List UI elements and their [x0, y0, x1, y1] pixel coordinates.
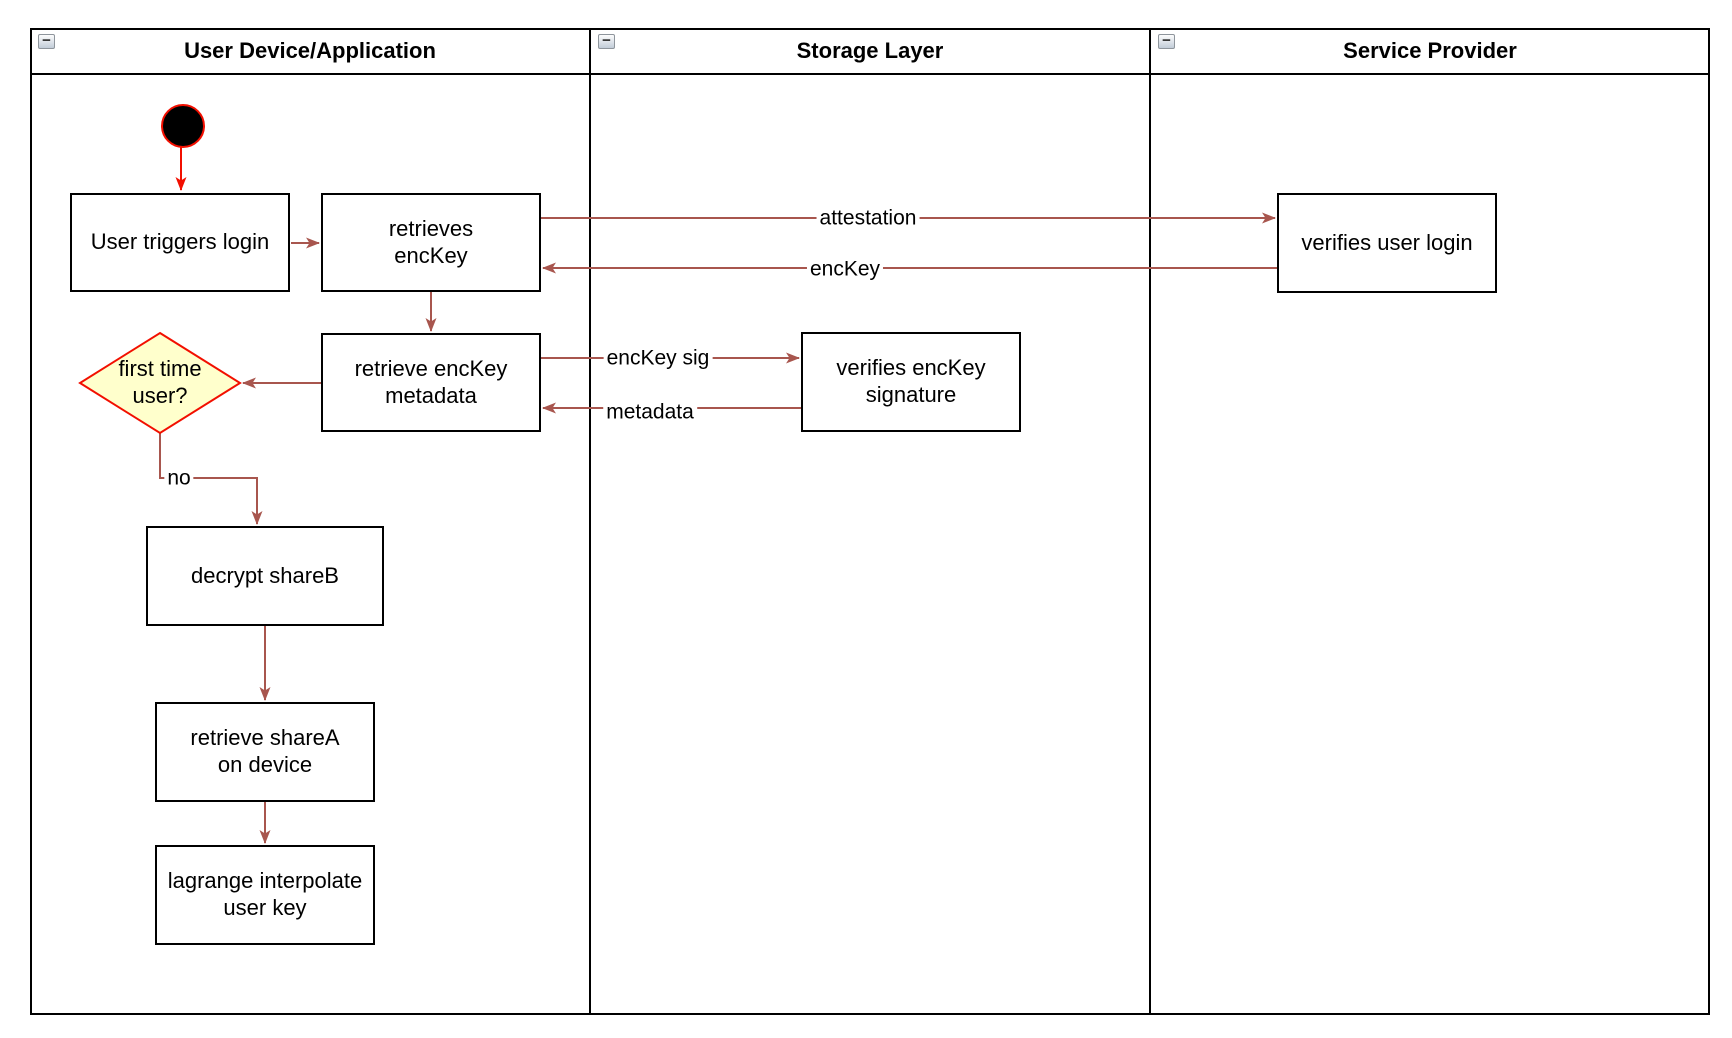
node-lagrange-interpolate-user-key[interactable]: lagrange interpolate user key	[155, 845, 375, 945]
decision-label-first-time-user: first time user?	[80, 333, 240, 433]
collapse-minus-icon[interactable]: −	[38, 34, 55, 49]
node-retrieves-enckey[interactable]: retrieves encKey	[321, 193, 541, 292]
lane-title-user-device: User Device/Application	[184, 37, 436, 63]
node-verifies-enckey-signature[interactable]: verifies encKey signature	[801, 332, 1021, 432]
node-label: verifies user login	[1301, 229, 1473, 255]
lane-separator-1	[589, 28, 591, 1015]
edge-label-metadata: metadata	[603, 400, 697, 424]
edge-label-enckey-sig: encKey sig	[603, 346, 713, 370]
lane-header-user-device: User Device/Application	[30, 28, 590, 73]
lane-header-divider	[30, 73, 1710, 75]
lane-header-storage-layer: Storage Layer	[590, 28, 1150, 73]
edge-label-attestation: attestation	[816, 206, 920, 230]
lane-header-service-provider: Service Provider	[1150, 28, 1710, 73]
node-label: retrieve shareA on device	[190, 725, 340, 777]
node-decrypt-shareb[interactable]: decrypt shareB	[146, 526, 384, 626]
node-label: lagrange interpolate user key	[167, 868, 363, 920]
node-label: retrieves encKey	[388, 215, 474, 268]
edge-label-no: no	[164, 466, 194, 490]
node-retrieve-sharea-on-device[interactable]: retrieve shareA on device	[155, 702, 375, 802]
edge-label-enckey: encKey	[806, 257, 884, 281]
node-label: retrieve encKey metadata	[354, 355, 508, 408]
node-label: User triggers login	[90, 229, 270, 255]
node-label: verifies encKey signature	[836, 355, 986, 407]
node-verifies-user-login[interactable]: verifies user login	[1277, 193, 1497, 293]
edge-decision-no-to-decrypt-shareb	[159, 433, 263, 525]
lane-separator-2	[1149, 28, 1151, 1015]
lane-title-service-provider: Service Provider	[1343, 37, 1517, 63]
node-retrieve-enckey-metadata[interactable]: retrieve encKey metadata	[321, 333, 541, 432]
node-label: first time user?	[118, 356, 202, 408]
decision-diamond-first-time-user[interactable]	[78, 331, 242, 435]
node-user-triggers-login[interactable]: User triggers login	[70, 193, 290, 292]
initial-node[interactable]	[161, 104, 205, 148]
swimlane-pool	[30, 28, 1710, 1015]
collapse-minus-icon[interactable]: −	[1158, 34, 1175, 49]
node-label: decrypt shareB	[191, 562, 339, 588]
collapse-minus-icon[interactable]: −	[598, 34, 615, 49]
lane-title-storage-layer: Storage Layer	[796, 37, 944, 63]
